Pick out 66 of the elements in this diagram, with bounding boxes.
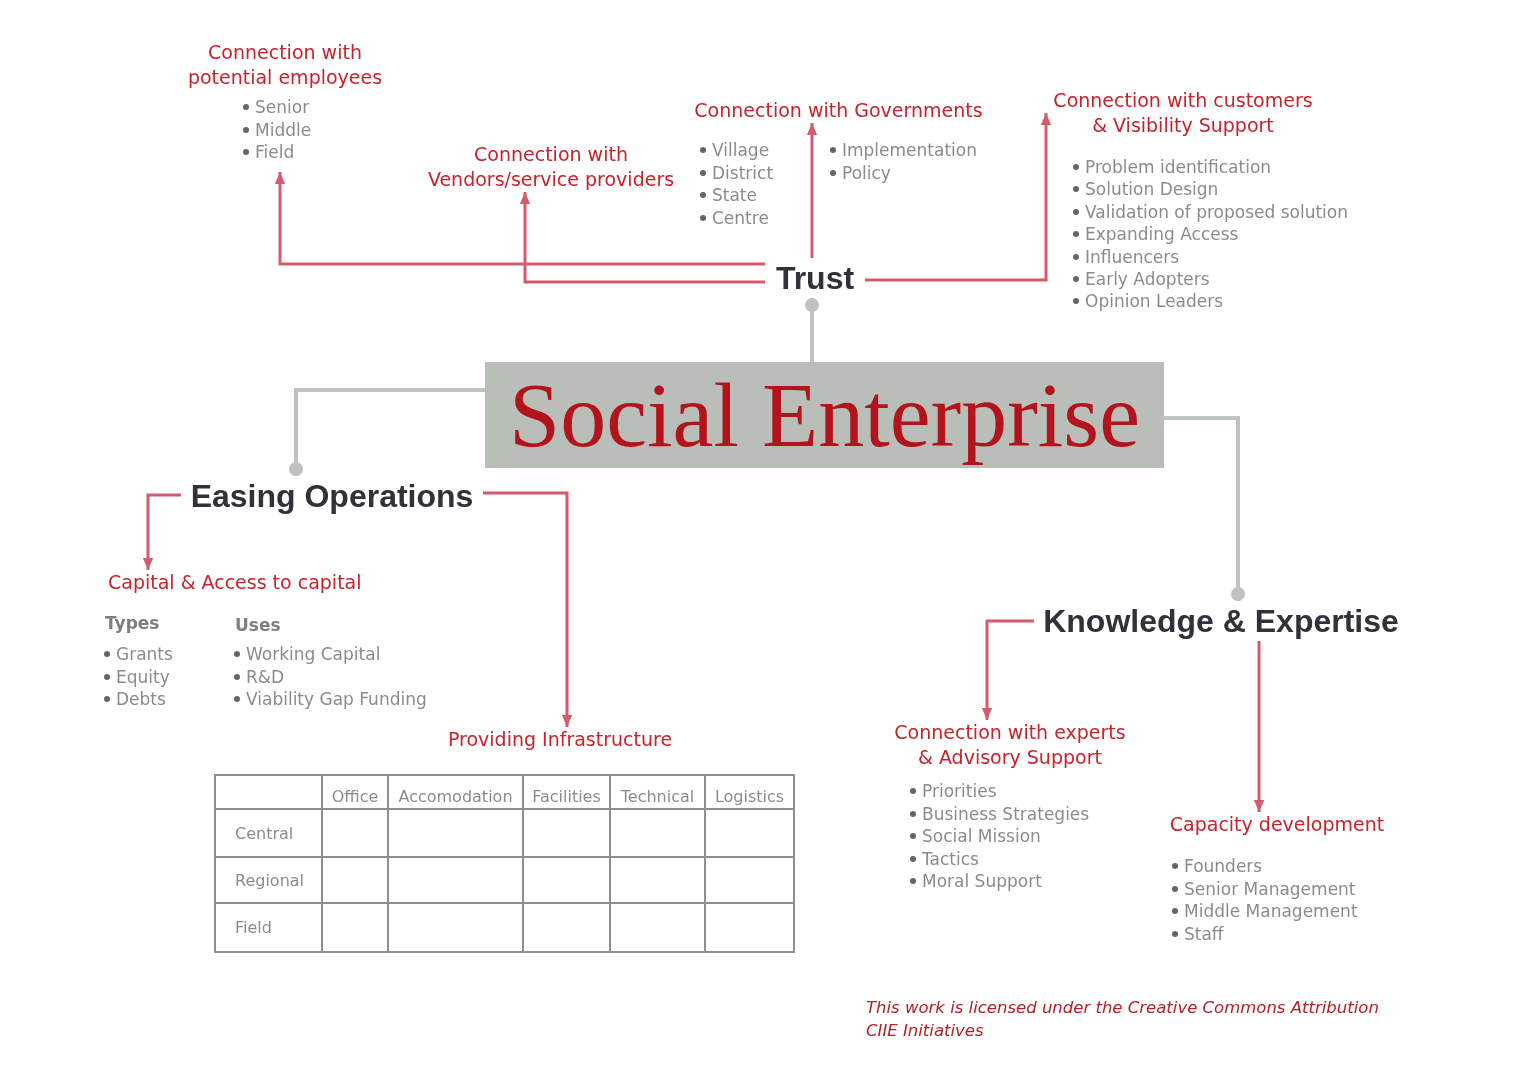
column-header: Office [322,775,388,809]
list-item: District [712,161,774,184]
branch-title: Easing Operations [181,476,483,516]
column-header: Accomodation [388,775,523,809]
column-header: Technical [610,775,705,809]
list-item: State [712,184,757,206]
connector-arrow [981,619,1034,720]
list-item: Senior [255,96,310,118]
list-item: R&D [246,665,285,688]
list-item: Field [255,141,295,163]
license-note: CIIE Initiatives [866,1020,984,1042]
topic-heading: Capital & Access to capital [108,570,362,595]
connector-arrow [483,491,573,727]
list-item: Viability Gap Funding [246,688,427,710]
list-item: Grants [116,643,173,665]
connector-arrow [1253,641,1265,812]
list-item: Validation of proposed solution [1085,200,1348,223]
branch-title: Knowledge & Expertise [1034,601,1408,641]
list-subheading: Uses [235,614,281,636]
list-item: Opinion Leaders [1085,290,1224,313]
list-item: Expanding Access [1085,223,1239,246]
list-item: Equity [116,665,170,688]
list-item: Senior Management [1184,877,1356,900]
connector-line [289,388,485,476]
topic-heading: Connection with potential employees [186,40,384,90]
list-item: Founders [1184,855,1263,877]
connector-line [805,298,819,362]
column-header: Logistics [705,775,794,809]
list-item: Business Strategies [922,802,1090,825]
connector-arrow [806,123,818,258]
connector-arrow [519,192,765,284]
list-item: Early Adopters [1085,268,1210,290]
list-item: Influencers [1085,245,1180,268]
connector-arrow [142,493,181,570]
list-item: Priorities [922,780,997,802]
list-item: Implementation [842,139,977,161]
list-item: Moral Support [922,870,1042,892]
list-item: Policy [842,161,891,184]
row-header: Field [215,903,322,952]
list-item: Village [712,139,770,161]
list-item: Solution Design [1085,178,1219,201]
list-subheading: Types [105,612,160,634]
topic-heading: Connection with customers & Visibility Support [1046,88,1320,138]
column-header: Facilities [523,775,610,809]
connector-line [1164,416,1245,601]
list-item: Centre [712,206,769,229]
list-item: Debts [116,688,166,710]
topic-heading: Connection with Governments [686,98,991,123]
list-item: Problem identification [1085,156,1272,178]
topic-heading: Connection with Vendors/service providers [420,142,682,192]
row-header: Regional [215,857,322,903]
row-header: Central [215,809,322,857]
list-item: Social Mission [922,825,1041,847]
list-item: Tactics [922,847,979,870]
list-item: Staff [1184,922,1224,945]
branch-title: Trust [765,258,865,298]
list-item: Middle Management [1184,900,1358,922]
connector-arrow [274,172,765,266]
connector-arrow [865,113,1052,282]
topic-heading: Providing Infrastructure [440,727,680,752]
list-item: Middle [255,118,312,141]
list-item: Working Capital [246,643,381,665]
topic-heading: Capacity development [1168,812,1386,837]
title-text: Social Enterprise [508,363,1141,468]
topic-heading: Connection with experts & Advisory Support [893,720,1127,770]
license-note: This work is licensed under the Creative Commons Attribution [866,997,1379,1019]
